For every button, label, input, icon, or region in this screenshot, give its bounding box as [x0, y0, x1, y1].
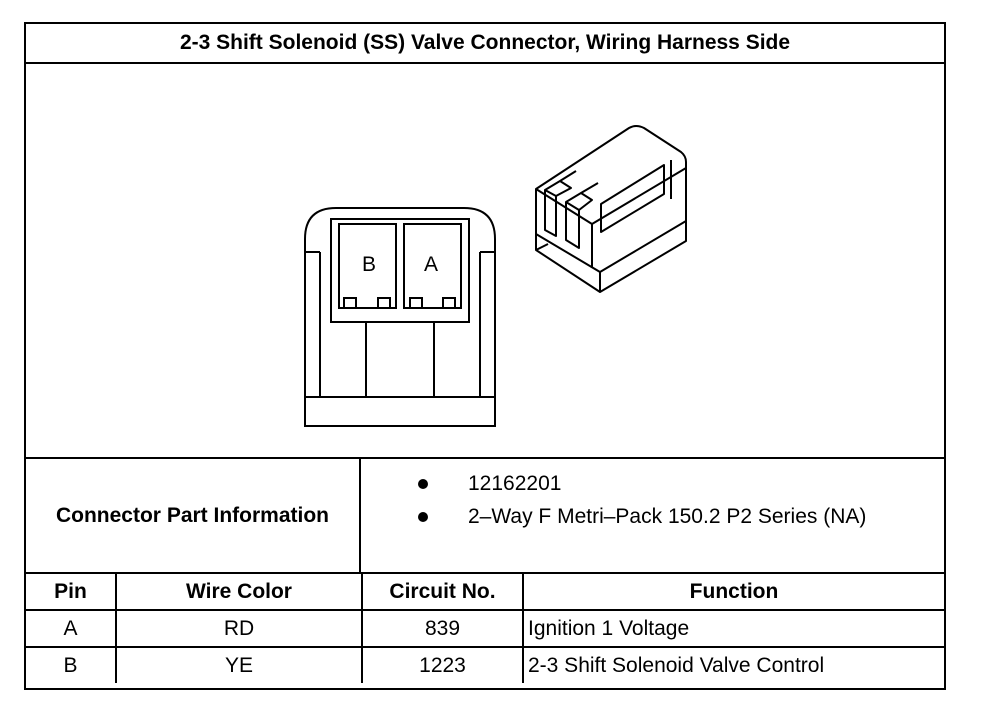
connector-diagram-frame: 2-3 Shift Solenoid (SS) Valve Connector,…: [24, 22, 946, 690]
table-row: B YE 1223 2-3 Shift Solenoid Valve Contr…: [26, 646, 944, 683]
pin-table: Pin Wire Color Circuit No. Function A RD…: [26, 574, 944, 690]
function-cell: 2-3 Shift Solenoid Valve Control: [522, 646, 944, 683]
pin-table-header-row: Pin Wire Color Circuit No. Function: [26, 574, 944, 611]
bullet-icon: [418, 512, 428, 522]
bullet-icon: [418, 479, 428, 489]
header-pin: Pin: [26, 574, 117, 611]
wire-color-cell: RD: [115, 609, 363, 648]
header-wire-color: Wire Color: [115, 574, 363, 611]
part-number: 12162201: [468, 472, 562, 495]
pin-cell: A: [26, 609, 117, 648]
part-info-item: 12162201: [361, 468, 944, 500]
header-function: Function: [522, 574, 944, 611]
connector-part-info-row: Connector Part Information 12162201 2–Wa…: [26, 457, 944, 574]
connector-front-view: [304, 207, 496, 427]
pin-cell: B: [26, 646, 117, 683]
connector-part-info-label: Connector Part Information: [26, 459, 361, 572]
header-circuit-no: Circuit No.: [361, 574, 524, 611]
wire-color-cell: YE: [115, 646, 363, 683]
part-description: 2–Way F Metri–Pack 150.2 P2 Series (NA): [468, 505, 867, 528]
function-cell: Ignition 1 Voltage: [522, 609, 944, 648]
cavity-label-b: B: [362, 253, 376, 276]
connector-illustration: B A: [304, 125, 687, 427]
connector-isometric-view: [535, 125, 687, 293]
diagram-title: 2-3 Shift Solenoid (SS) Valve Connector,…: [26, 24, 944, 64]
connector-part-info-list: 12162201 2–Way F Metri–Pack 150.2 P2 Ser…: [361, 459, 944, 572]
circuit-no-cell: 1223: [361, 646, 524, 683]
cavity-label-a: A: [424, 253, 438, 276]
connector-figure: B A: [26, 64, 944, 457]
part-info-item: 2–Way F Metri–Pack 150.2 P2 Series (NA): [361, 501, 944, 533]
circuit-no-cell: 839: [361, 609, 524, 648]
table-row: A RD 839 Ignition 1 Voltage: [26, 609, 944, 648]
